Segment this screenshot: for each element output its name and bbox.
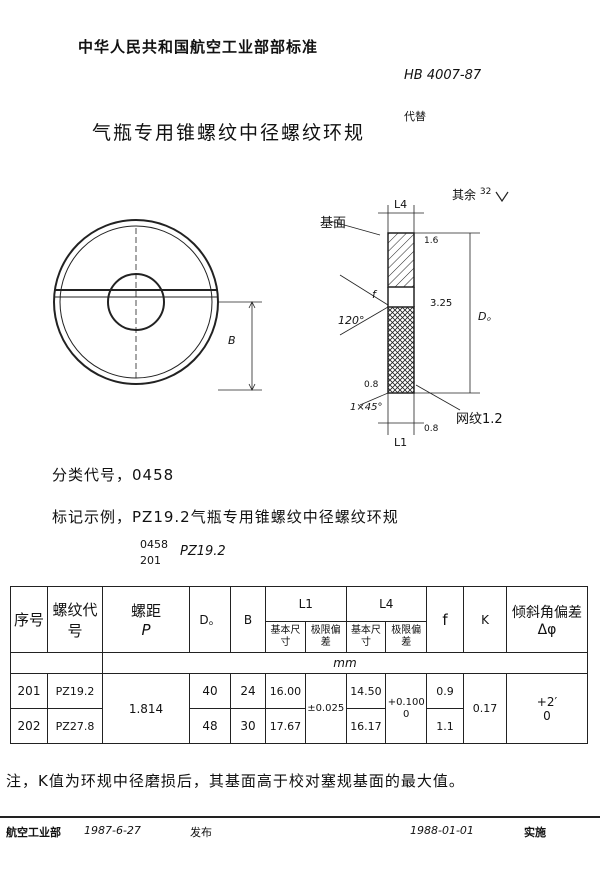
roughness-2-label: 3.25 [430, 298, 453, 309]
row-201-code: PZ19.2 [47, 673, 103, 709]
header-pitch-label: 螺距 [130, 602, 161, 620]
row-201-l1: 16.00 [265, 673, 306, 709]
header-l4: L4 [345, 586, 427, 622]
dimension-f-label: f [372, 288, 376, 301]
knurl-label: 网纹1.2 [456, 412, 503, 427]
footer-issued: 发布 [190, 826, 212, 839]
roughness-4-label: 0.8 [424, 424, 439, 434]
example-code-right: PZ19.2 [180, 544, 226, 559]
l4-deviation: +0.100 0 [385, 673, 427, 744]
tilt-deviation-bottom: 0 [543, 708, 551, 723]
header-pitch-symbol: P [141, 621, 151, 639]
angle-label: 120° [338, 314, 365, 327]
pitch-value: 1.814 [102, 673, 190, 744]
roughness-1-label: 1.6 [424, 236, 439, 246]
roughness-label: 其余 [452, 188, 477, 202]
document-title: 气瓶专用锥螺纹中径螺纹环规 [92, 122, 366, 144]
unit-row: mm [102, 652, 588, 674]
base-face-label: 基面 [320, 216, 347, 231]
footnote: 注，K值为环规中径磨损后，其基面高于校对塞规基面的最大值。 [6, 772, 465, 790]
replaces-label: 代替 [404, 110, 426, 123]
front-view-drawing [53, 219, 262, 391]
l4-deviation-bottom: 0 [403, 708, 410, 720]
example-code-top: 0458 [140, 538, 168, 551]
row-202-l4: 16.17 [345, 708, 387, 744]
header-l4-limit: 极限偏差 [385, 621, 427, 653]
row-201-l4: 14.50 [345, 673, 387, 709]
header-l1-limit: 极限偏差 [304, 621, 347, 653]
standard-number: HB 4007-87 [404, 68, 482, 83]
footer-impl-date: 1988-01-01 [410, 824, 474, 837]
chamfer-label: 1×45° [350, 402, 383, 413]
header-l1: L1 [265, 586, 347, 622]
header-f: f [426, 586, 464, 653]
row-202-d0: 48 [189, 708, 231, 744]
row-202-f: 1.1 [426, 708, 464, 744]
dimension-l4-label: L4 [394, 198, 408, 211]
header-tilt: 倾斜角偏差Δφ [506, 586, 588, 653]
row-202-code: PZ27.8 [47, 708, 103, 744]
header-l1-basic: 基本尺寸 [265, 621, 306, 653]
dimension-l1-label: L1 [394, 436, 408, 449]
dimension-b-label: B [228, 334, 236, 347]
tilt-deviation-top: +2′ [536, 694, 558, 709]
footer-implemented: 实施 [524, 826, 546, 839]
header-d0: D。 [189, 586, 231, 653]
roughness-symbol-icon [495, 191, 509, 202]
marking-example: 标记示例，PZ19.2气瓶专用锥螺纹中径螺纹环规 [52, 508, 399, 526]
classification-code: 分类代号，0458 [52, 466, 175, 484]
section-view-drawing [329, 205, 480, 435]
row-201-f: 0.9 [426, 673, 464, 709]
issuing-organization: 中华人民共和国航空工业部部标准 [78, 38, 319, 56]
dimension-d0-label: D。 [478, 310, 498, 323]
header-b: B [230, 586, 266, 653]
l4-deviation-top: +0.100 [387, 696, 425, 708]
header-seq: 序号 [10, 586, 48, 653]
footer-issue-date: 1987-6-27 [84, 824, 141, 837]
roughness-value: 32 [479, 187, 492, 197]
row-202-seq: 202 [10, 708, 48, 744]
footer-issuer: 航空工业部 [6, 826, 61, 839]
header-pitch: 螺距 P [102, 586, 190, 653]
l1-deviation: ±0.025 [304, 673, 347, 744]
row-201-seq: 201 [10, 673, 48, 709]
example-code-bottom: 201 [140, 554, 161, 567]
row-202-l1: 17.67 [265, 708, 306, 744]
roughness-note: 其余 32 [452, 186, 509, 203]
header-k: K [463, 586, 507, 653]
tilt-deviation: +2′ 0 [506, 673, 588, 744]
spec-table: 序号 螺纹代号 螺距 P D。 B L1 L4 f K 倾斜角偏差Δφ 基本尺寸… [10, 586, 588, 744]
header-l4-basic: 基本尺寸 [345, 621, 387, 653]
header-thread-code: 螺纹代号 [47, 586, 103, 653]
k-value: 0.17 [463, 673, 507, 744]
row-201-b: 24 [230, 673, 266, 709]
footer-rule [0, 816, 600, 818]
row-201-d0: 40 [189, 673, 231, 709]
roughness-3-label: 0.8 [364, 380, 379, 390]
row-202-b: 30 [230, 708, 266, 744]
